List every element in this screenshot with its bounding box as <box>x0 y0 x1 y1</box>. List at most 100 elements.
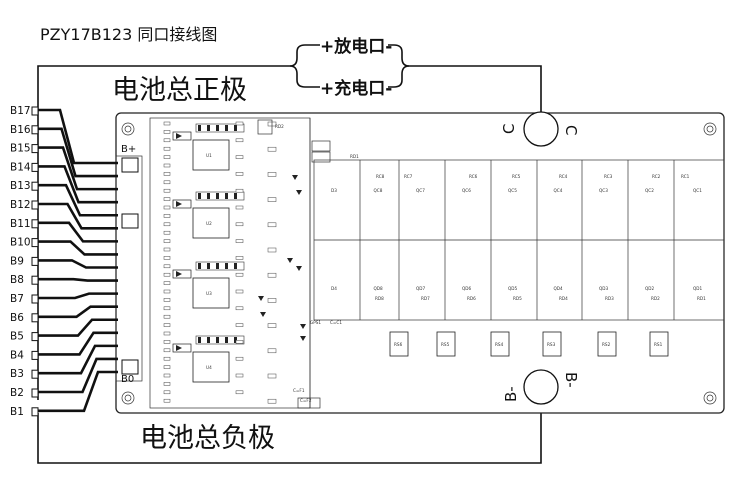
wire-label-b10: B10 <box>10 237 31 249</box>
smd-part <box>163 247 171 252</box>
wire-label-b7: B7 <box>10 293 24 305</box>
diode-mark <box>287 258 293 263</box>
charge-terminal: C C <box>500 111 580 147</box>
diode-mark <box>176 133 182 139</box>
diode-mark <box>176 271 182 277</box>
balance-wire-b10 <box>38 240 118 256</box>
smd-part <box>163 382 171 386</box>
shunt-label-rs1: RS1 <box>654 342 663 347</box>
ic-label-u1: U1 <box>206 153 212 158</box>
wire-label-b5: B5 <box>10 331 24 343</box>
wire-tab-b7 <box>31 294 39 304</box>
mosfet-d3: D3 <box>331 188 337 193</box>
resistor-pad <box>216 125 219 131</box>
negative-terminal: B- B- <box>502 369 580 405</box>
mosfet-qc6: QC6 <box>462 188 471 193</box>
shunt-rs2 <box>597 331 617 357</box>
smd-part <box>267 348 277 354</box>
silk-rc5: RC5 <box>512 174 521 179</box>
smd-part <box>163 138 171 143</box>
wire-tab-b17 <box>31 106 39 116</box>
cc1-label: RD1 <box>350 154 359 159</box>
mosfet-qd7: QD7 <box>416 286 426 291</box>
wire-label-b17: B17 <box>10 105 31 117</box>
wire-tab-b16 <box>31 125 39 135</box>
resistor-pad <box>225 263 228 269</box>
smd-part <box>235 188 244 193</box>
balance-wire-b4 <box>38 331 118 356</box>
shunt-label-rs3: RS3 <box>547 342 556 347</box>
discharge-port-label: +放电口- <box>320 36 392 57</box>
smd-part <box>267 298 277 303</box>
smd-part <box>267 197 277 202</box>
wire-tab-b15 <box>31 144 39 154</box>
balance-wire-b2 <box>38 357 118 394</box>
silk-rc6: RC6 <box>469 174 478 179</box>
b-plus-label: B+ <box>121 144 136 155</box>
ic-u1 <box>192 139 230 171</box>
balance-wire-b6 <box>38 305 118 319</box>
resistor-pad <box>234 193 237 199</box>
balance-wire-b8 <box>38 277 118 282</box>
smd-part <box>163 356 171 361</box>
charge-port-label: +充电口- <box>320 78 392 99</box>
wire-tab-b5 <box>31 332 39 342</box>
resistor-pad <box>225 193 228 199</box>
mosfet-d4: D4 <box>331 286 337 291</box>
resistor-array <box>195 191 245 201</box>
smd-part <box>163 348 171 353</box>
resistor-array <box>195 123 245 133</box>
smd-part <box>235 172 244 176</box>
shunt-label-rs5: RS5 <box>441 342 450 347</box>
gps1-part <box>257 119 273 135</box>
smd-part <box>163 239 171 243</box>
resistor-pad <box>216 337 219 343</box>
smd-part <box>163 256 171 260</box>
ic-label-u4: U4 <box>206 365 212 370</box>
wire-tab-b13 <box>31 181 39 191</box>
diode-mark <box>176 201 182 207</box>
resistor-pad <box>216 193 219 199</box>
shunt-rs3 <box>542 331 562 357</box>
mosfet-qc7: QC7 <box>416 188 425 193</box>
smd-part <box>235 323 244 327</box>
resistor-array <box>195 261 245 271</box>
wire-label-b3: B3 <box>10 368 24 380</box>
smd-part <box>163 398 171 403</box>
resistor-pad <box>207 337 210 343</box>
gps1-label: RD2 <box>275 124 284 129</box>
silk-rd2: RD2 <box>651 296 660 301</box>
balance-connector <box>115 155 143 382</box>
smd-part <box>163 197 171 201</box>
wire-tab-b4 <box>31 350 39 360</box>
mosfet-qc4: QC4 <box>554 188 563 193</box>
smd-part <box>235 239 244 243</box>
silk-rc4: RC4 <box>559 174 568 179</box>
cf1-label: GPS1 <box>310 320 321 325</box>
balance-wires: B17B16B15B14B13B12B11B10B9B8B7B6B5B4B3B2… <box>10 105 118 418</box>
wire-label-b16: B16 <box>10 124 31 136</box>
smd-part <box>163 155 171 159</box>
negative-total-label: 电池总负极 <box>140 423 275 454</box>
smd-part <box>235 121 244 126</box>
smd-part <box>163 163 171 168</box>
balance-wire-b7 <box>38 292 118 300</box>
balance-wire-b16 <box>38 127 118 178</box>
smd-part <box>163 340 171 344</box>
smd-part <box>235 289 244 294</box>
cf2-label: C=C1 <box>330 320 342 325</box>
balance-wire-b13 <box>38 183 118 217</box>
silk-rd1: RD1 <box>697 296 706 301</box>
ic-label-u2: U2 <box>206 221 212 226</box>
shunt-label-rs6: RS6 <box>394 342 403 347</box>
mosfet-qc1: QC1 <box>693 188 702 193</box>
silk-rd6: RD6 <box>467 296 476 301</box>
ntc-connector <box>297 397 321 409</box>
resistor-pad <box>234 263 237 269</box>
diode-mark <box>296 266 302 271</box>
balance-wire-b5 <box>38 318 118 337</box>
rrt1-label: C=F1 <box>293 388 305 393</box>
